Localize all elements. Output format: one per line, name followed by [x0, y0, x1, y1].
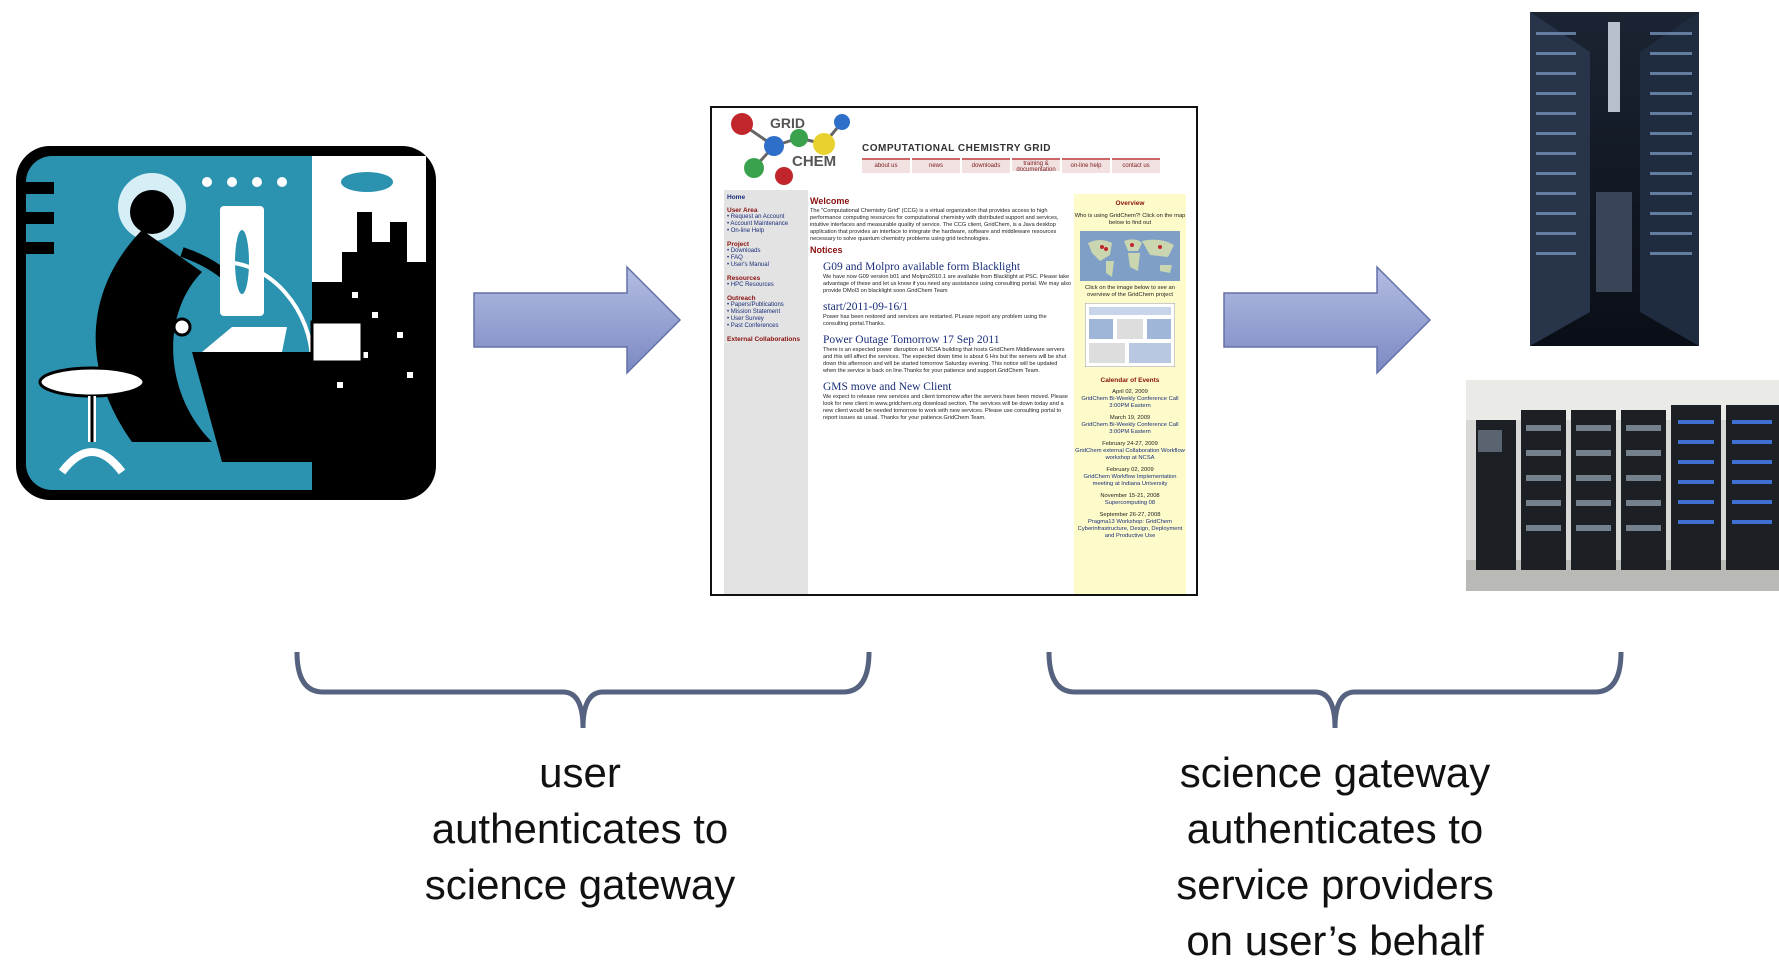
user-at-computer-icon — [16, 146, 436, 500]
sidebar-head-project: Project — [727, 241, 750, 248]
overview-heading: Overview — [1115, 200, 1145, 207]
gateway-right-panel: Overview Who is using GridChem?! Click o… — [1074, 194, 1186, 594]
gateway-auth-caption: science gateway authenticates to service… — [1085, 745, 1585, 969]
calendar-heading: Calendar of Events — [1100, 377, 1160, 384]
science-gateway-screenshot: GRID CHEM COMPUTATIONAL CHEMISTRY GRID a… — [710, 106, 1198, 596]
sidebar-link[interactable]: • HPC Resources — [727, 282, 774, 288]
sidebar-link[interactable]: • On-line Help — [727, 228, 765, 234]
gateway-nav: about us news downloads training & docum… — [862, 158, 1160, 173]
gateway-sidebar: Home User Area • Request an Account • Ac… — [724, 190, 808, 594]
caption-line: user — [539, 749, 621, 796]
event-date: March 19, 2009 — [1109, 415, 1151, 421]
logo-chem-text: CHEM — [792, 153, 836, 170]
sidebar-link[interactable]: • Past Conferences — [727, 323, 779, 329]
event-date: February 02, 2009 — [1106, 467, 1154, 473]
event-desc: GridChem Workflow Implementation meeting… — [1083, 474, 1177, 487]
sidebar-head-external[interactable]: External Collaborations — [727, 336, 800, 343]
event-desc: GridChem Bi-Weekly Conference Call 3:00P… — [1081, 396, 1179, 409]
caption-line: service providers — [1176, 861, 1494, 908]
sidebar-link[interactable]: • Request an Account — [727, 214, 785, 220]
event-date: September 26-27, 2008 — [1099, 512, 1161, 518]
user-auth-caption: user authenticates to science gateway — [330, 745, 830, 913]
right-brace-icon — [1046, 651, 1624, 729]
caption-line: science gateway — [424, 861, 736, 908]
nav-tab-help[interactable]: on-line help — [1062, 158, 1110, 173]
sidebar-link[interactable]: • User's Manual — [727, 262, 769, 268]
right-arrow-icon — [473, 265, 682, 375]
gateway-main: Welcome The "Computational Chemistry Gri… — [810, 194, 1072, 422]
gateway-header: GRID CHEM COMPUTATIONAL CHEMISTRY GRID a… — [712, 108, 1196, 190]
event-desc: GridChem Bi-Weekly Conference Call 3:00P… — [1081, 422, 1179, 435]
left-brace-icon — [294, 651, 872, 729]
welcome-text: The "Computational Chemistry Grid" (CCG)… — [810, 208, 1059, 242]
gridchem-logo-icon: GRID CHEM — [731, 113, 850, 185]
sidebar-head-resources: Resources — [727, 275, 761, 282]
caption-line: authenticates to — [1186, 805, 1484, 852]
sidebar-home[interactable]: Home — [727, 194, 746, 201]
notices-heading: Notices — [810, 245, 843, 255]
caption-line: authenticates to — [431, 805, 729, 852]
notice-title[interactable]: GMS move and New Client — [823, 381, 952, 393]
gateway-title: COMPUTATIONAL CHEMISTRY GRID — [862, 143, 1051, 154]
event-desc: Supercomputing 08 — [1104, 500, 1156, 506]
logo-grid-text: GRID — [770, 115, 805, 131]
sidebar-link[interactable]: • Mission Statement — [727, 309, 781, 315]
nav-tab-about[interactable]: about us — [862, 158, 910, 173]
event-date: November 15-21, 2008 — [1100, 493, 1160, 499]
event-desc: GridChem external Collaboration Workflow… — [1075, 448, 1185, 461]
event-date: April 02, 2009 — [1112, 389, 1148, 395]
event-date: February 24-27, 2009 — [1102, 441, 1158, 447]
project-poster-icon[interactable] — [1085, 303, 1175, 367]
notice-title[interactable]: Power Outage Tomorrow 17 Sep 2011 — [823, 334, 1000, 346]
sidebar-link[interactable]: • Account Maintenance — [727, 221, 789, 227]
notice-title[interactable]: start/2011-09-16/1 — [823, 301, 909, 313]
datacenter-aisle-photo-icon — [1530, 12, 1699, 346]
right-arrow-icon — [1223, 265, 1432, 375]
sidebar-link[interactable]: • User Survey — [727, 316, 764, 322]
welcome-heading: Welcome — [810, 196, 850, 206]
event-desc: Pragma13 Workshop: GridChem Cyberinfrast… — [1077, 519, 1183, 539]
sidebar-link[interactable]: • Papers/Publications — [727, 302, 784, 308]
notice-body: We have now G09 version b01 and Molpro20… — [823, 274, 1072, 294]
sidebar-head-outreach: Outreach — [727, 295, 756, 302]
server-racks-photo-icon — [1466, 380, 1779, 591]
notice-body: Power has been restored and services are… — [823, 314, 1047, 327]
nav-tab-contact[interactable]: contact us — [1112, 158, 1160, 173]
nav-tab-training[interactable]: training & documentation — [1012, 158, 1060, 173]
notice-body: There is an expected power disruption at… — [823, 347, 1067, 374]
overview-text-2: Click on the image below to see an overv… — [1085, 285, 1175, 298]
world-map-icon[interactable] — [1080, 231, 1180, 281]
overview-text: Who is using GridChem?! Click on the map… — [1074, 213, 1186, 226]
caption-line: on user’s behalf — [1186, 917, 1484, 964]
sidebar-head-user-area: User Area — [727, 207, 758, 214]
notice-title[interactable]: G09 and Molpro available form Blacklight — [823, 261, 1021, 273]
nav-tab-downloads[interactable]: downloads — [962, 158, 1010, 173]
sidebar-link[interactable]: • FAQ — [727, 255, 743, 261]
nav-tab-news[interactable]: news — [912, 158, 960, 173]
sidebar-link[interactable]: • Downloads — [727, 248, 761, 254]
caption-line: science gateway — [1179, 749, 1491, 796]
notice-body: We expect to release new services and cl… — [823, 394, 1068, 421]
